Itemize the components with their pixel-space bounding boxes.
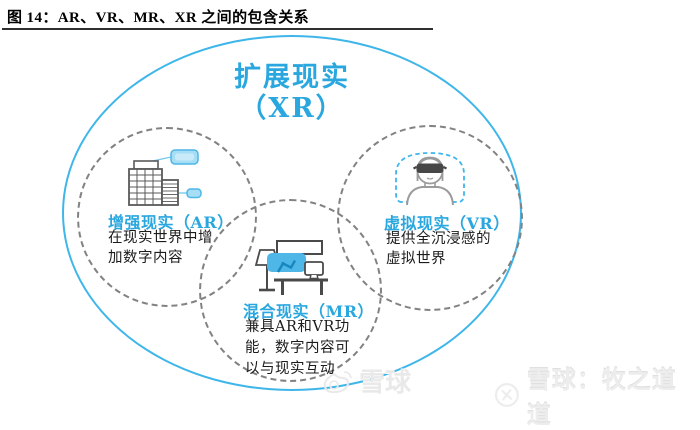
vr-headset-user-icon <box>395 152 465 206</box>
vr-desc-line1: 提供全沉浸感的 <box>386 231 491 247</box>
figure-caption: 图 14：AR、VR、MR、XR 之间的包含关系 <box>7 10 310 26</box>
vr-label: 虚拟现实（VR） <box>384 214 510 233</box>
xueqiu-logo-icon <box>494 383 519 407</box>
ar-desc-line1: 在现实世界中增 <box>108 230 213 246</box>
mr-desc-line2: 能，数字内容可 <box>245 340 350 356</box>
mr-desc-line1: 兼具AR和VR功 <box>245 319 350 335</box>
weibo-logo-icon <box>323 370 352 393</box>
mr-desc-line3: 以与现实互动 <box>245 361 335 377</box>
ar-label: 增强现实（AR） <box>108 213 234 232</box>
mr-label: 混合现实（MR） <box>243 302 375 321</box>
xr-label-line1: 扩展现实 <box>234 62 350 93</box>
mr-dashed-circle <box>199 199 382 382</box>
xr-label-line2: （XR） <box>239 93 345 124</box>
center-watermark: 雪球 <box>320 362 411 399</box>
xr-label: 扩展现实 （XR） <box>182 62 402 124</box>
mr-desk-hologram-icon <box>254 240 328 295</box>
caption-underline <box>2 28 433 30</box>
figure-canvas: { "figure_header": { "title": "图 14：AR、V… <box>2 10 676 429</box>
ar-description: 在现实世界中增 加数字内容 <box>108 228 213 268</box>
ar-desc-line2: 加数字内容 <box>108 250 183 266</box>
ar-buildings-icon <box>128 149 202 206</box>
bottom-right-watermark-text: 雪球：牧之道道 <box>526 366 677 429</box>
mr-description: 兼具AR和VR功 能，数字内容可 以与现实互动 <box>245 317 350 380</box>
vr-description: 提供全沉浸感的 虚拟世界 <box>386 229 491 269</box>
center-watermark-text: 雪球 <box>359 368 412 398</box>
vr-desc-line2: 虚拟世界 <box>386 251 446 267</box>
bottom-right-watermark: 雪球：牧之道道 <box>494 360 700 430</box>
